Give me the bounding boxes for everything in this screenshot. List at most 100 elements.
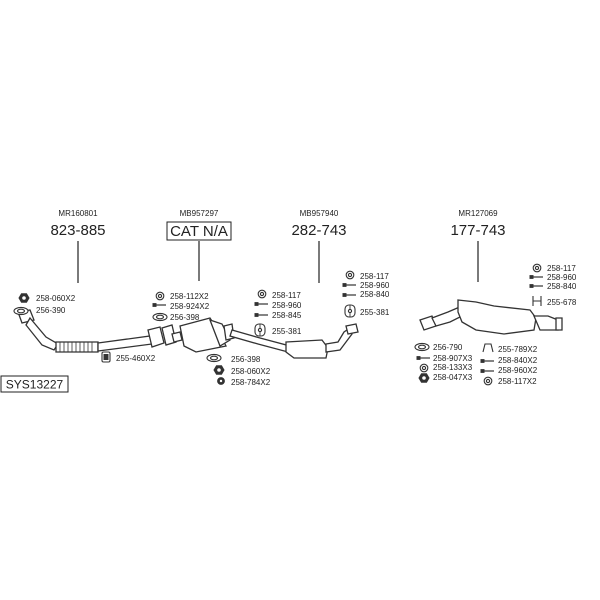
washer-icon [217,377,225,385]
part-callout[interactable]: 258-960 [342,281,390,290]
middle-silencer-pipe[interactable] [223,323,359,359]
bolt-icon [480,369,494,373]
part-callout[interactable]: 258-960X2 [480,366,538,375]
part-callout[interactable]: 256-398 [206,353,261,364]
part-code: 256-390 [36,306,66,315]
section-oe-code: MB957940 [300,209,339,218]
hanger-icon [254,323,266,337]
bolt-icon [529,275,543,279]
gasket-icon [414,342,430,352]
part-number-box [166,221,232,241]
bolt-icon [529,284,543,288]
part-callout[interactable]: 255-789X2 [482,343,538,354]
section-oe-code: MR160801 [58,209,98,218]
part-code: 258-960X2 [498,366,538,375]
nut-icon [418,373,430,383]
bolt-icon [416,356,430,360]
part-callout[interactable]: 258-960 [254,301,302,310]
part-callout[interactable]: 256-390 [13,306,66,316]
part-callout[interactable]: 258-924X2 [152,302,210,311]
part-callout[interactable]: 255-381 [344,304,390,318]
clamp-icon [482,343,494,353]
ring-icon [345,270,355,280]
system-code: SYS13227 [6,378,64,392]
part-callout[interactable]: 258-845 [254,311,302,320]
part-callout[interactable]: 258-060X2 [18,293,76,303]
part-callout[interactable]: 258-117 [345,270,389,281]
ring-icon [483,376,493,386]
section-middle: MB957940 282-743 [291,209,347,283]
gasket-icon [152,312,168,322]
bracket-icon [532,296,542,306]
section-part-number[interactable]: 177-743 [450,222,505,239]
part-code: 256-790 [433,343,463,352]
part-code: 258-924X2 [170,302,210,311]
part-callout[interactable]: 258-840 [342,290,390,299]
mount-icon [101,351,111,363]
part-callout[interactable]: 258-907X3 [416,354,473,363]
part-code: 258-960 [547,273,577,282]
bolt-icon [152,303,166,307]
part-callout[interactable]: 258-047X3 [418,373,473,383]
part-callout[interactable]: 258-117 [257,289,301,300]
part-code: 255-381 [360,308,390,317]
rear-silencer[interactable] [419,299,563,335]
bolt-icon [254,313,268,317]
part-callout[interactable]: 256-398 [152,312,200,322]
gasket-icon [206,353,222,363]
part-code: 258-133X3 [433,363,473,372]
part-callout[interactable]: 258-784X2 [217,377,271,387]
part-callout[interactable]: 255-381 [254,323,302,337]
ring-icon [532,263,542,273]
part-code: 255-789X2 [498,345,538,354]
part-code: 256-398 [170,313,200,322]
part-code: 256-398 [231,355,261,364]
part-code: 258-840 [360,290,390,299]
section-oe-code: MR127069 [458,209,498,218]
part-callout[interactable]: 258-840 [529,282,577,291]
part-callout[interactable]: 256-790 [414,342,463,352]
system-code-badge: SYS13227 [0,375,69,393]
gasket-icon [13,306,29,316]
nut-icon [213,365,225,375]
part-callout[interactable]: 258-060X2 [213,365,271,376]
part-code: 258-047X3 [433,373,473,382]
ring-icon [419,363,429,373]
part-callout[interactable]: 258-133X3 [419,363,473,373]
part-callout[interactable]: 255-460X2 [101,351,156,363]
part-code: 258-960 [272,301,302,310]
ring-icon [257,289,267,299]
nut-icon [18,293,30,303]
part-callout[interactable]: 255-678 [532,296,577,307]
part-code: 258-784X2 [231,378,271,387]
part-callout[interactable]: 258-960 [529,273,577,282]
part-code: 258-960 [360,281,390,290]
part-callout[interactable]: 258-840X2 [480,356,538,365]
section-oe-code: MB957297 [180,209,219,218]
bolt-icon [480,359,494,363]
section-catalyst: MB957297 CAT N/A [166,209,232,281]
part-code: 258-117 [547,264,576,273]
section-part-number[interactable]: 823-885 [50,222,105,239]
part-code: 258-060X2 [231,367,271,376]
section-downpipe: MR160801 823-885 [50,209,106,283]
front-downpipe[interactable] [17,309,165,353]
part-callout[interactable]: 258-112X2 [155,291,209,301]
part-callout[interactable]: 258-117 [532,263,576,273]
hanger-icon [344,304,356,318]
part-code: 258-117 [360,272,389,281]
part-code: 258-840 [547,282,577,291]
section-part-number[interactable]: CAT N/A [170,223,228,240]
part-code: 258-117X2 [498,377,537,386]
part-callout[interactable]: 258-117X2 [483,376,537,386]
section-part-number[interactable]: 282-743 [291,222,346,239]
ring-icon [155,291,165,301]
bolt-icon [342,293,356,297]
part-code: 255-678 [547,298,577,307]
catalytic-converter[interactable] [161,317,231,353]
part-code: 258-060X2 [36,294,76,303]
part-code: 258-112X2 [170,292,209,301]
bolt-icon [254,302,268,306]
part-code: 255-381 [272,327,302,336]
